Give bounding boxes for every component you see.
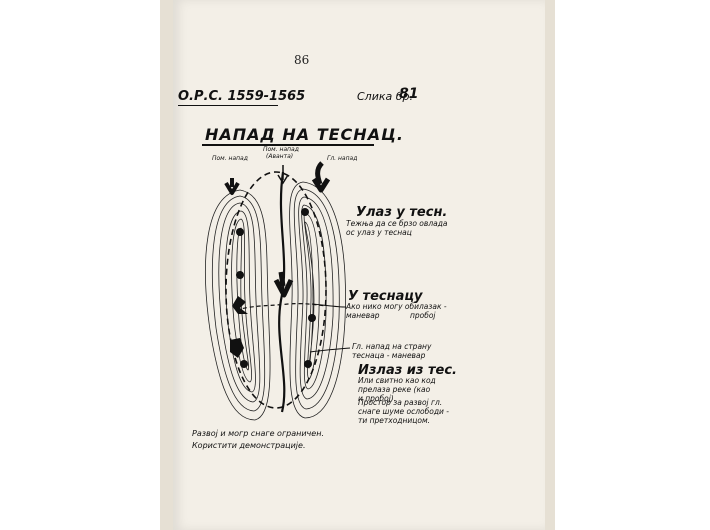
flank-note-line: Гл. напад на страну (352, 342, 432, 351)
book-page (173, 0, 545, 530)
flank-note-line: теснаца - маневар (352, 351, 426, 360)
diagram-title: НАПАД НА ТЕСНАЦ. (205, 125, 404, 144)
right-ridge-contours (289, 181, 346, 419)
entry-heading: Улаз у тесн. (356, 205, 448, 220)
entry-note: Тежња да се брзо овлада ос улаз у теснац (346, 219, 447, 237)
document-code: О.Р.С. 1559-1565 (178, 89, 306, 104)
unit-marker (236, 271, 244, 279)
exit-heading: Излаз из тес. (358, 363, 457, 378)
unit-positions (230, 208, 316, 368)
entry-note-line: Тежња да се брзо овлада (346, 219, 448, 228)
left-ridge-contours (205, 189, 271, 421)
inside-note-row: маневар пробој (346, 311, 447, 320)
inside-note-line: маневар (346, 311, 380, 320)
figure-label: Слика бр. (357, 90, 414, 103)
callout-lines (309, 303, 351, 353)
exit-note-line: Или свитно као код (358, 376, 436, 385)
footer-note-line: Користити демонстрације. (192, 441, 306, 450)
right-attack-arrow (311, 161, 331, 193)
callout-line (311, 303, 347, 308)
flank-attack-note: Гл. напад на страну теснаца - маневар (352, 342, 431, 360)
footer-note: Развој и могр снаге ограничен. Користити… (192, 428, 324, 452)
inside-note: Ако нико могу обилазак - маневар пробој (346, 302, 447, 320)
document-code-underline (178, 105, 278, 106)
center-arrow-label: Пом. напад (263, 146, 299, 153)
exit-note: Или свитно као код прелаза реке (као и п… (358, 376, 436, 403)
center-arrow-sublabel: (Аванта) (266, 153, 294, 160)
callout-line (309, 347, 351, 353)
inside-heading: У теснацу (348, 289, 423, 304)
diagram-title-underline (202, 144, 374, 146)
unit-marker (301, 208, 309, 216)
exit-note-line: и пробој). (358, 394, 397, 403)
footer-note-line: Развој и могр снаге ограничен. (192, 429, 324, 438)
left-attack-arrow (224, 178, 240, 195)
figure-number: 81 (399, 86, 419, 102)
page-number: 86 (294, 53, 310, 67)
enemy-position (232, 296, 248, 314)
enemy-position (230, 338, 244, 358)
pass-envelope (225, 171, 327, 409)
exit-note-line: прелаза реке (као (358, 385, 431, 394)
center-attack-arrow (277, 165, 289, 185)
inside-note-line: Ако нико могу обилазак - (346, 302, 447, 311)
space-note-line: снаге шуме ослободи - (358, 407, 449, 416)
left-arrow-label: Пом. напад (212, 155, 248, 162)
unit-marker (308, 314, 316, 322)
space-note-line: Простор за развој гл. (358, 398, 443, 407)
entry-note-line: ос улаз у теснац (346, 228, 412, 237)
main-thrust-arrow (273, 271, 294, 298)
unit-marker (304, 360, 312, 368)
unit-marker (236, 228, 244, 236)
inside-note-aside: пробој (409, 311, 436, 320)
pass-road (278, 171, 286, 413)
unit-marker (240, 360, 248, 368)
space-note-line: ти претходницом. (358, 416, 431, 425)
right-arrow-label: Гл. напад (327, 155, 358, 162)
deployment-space-note: Простор за развој гл. снаге шуме ослобод… (358, 398, 449, 425)
